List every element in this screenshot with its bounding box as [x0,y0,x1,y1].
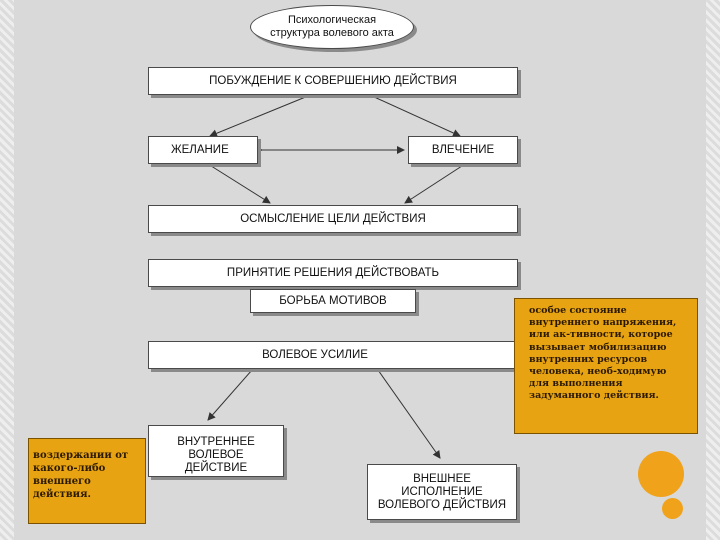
internal-action-label: ВНУТРЕННЕЕ ВОЛЕВОЕ ДЕЙСТВИЕ [177,436,255,474]
impulse-label: ПОБУЖДЕНИЕ К СОВЕРШЕНИЮ ДЕЙСТВИЯ [209,74,457,87]
effort-definition-note: особое состояние внутреннего напряжения,… [514,298,698,434]
desire-box: ЖЕЛАНИЕ [148,136,258,164]
impulse-box: ПОБУЖДЕНИЕ К СОВЕРШЕНИЮ ДЕЙСТВИЯ [148,67,518,95]
goal-box: ОСМЫСЛЕНИЕ ЦЕЛИ ДЕЙСТВИЯ [148,205,518,233]
internal-action-box: ВНУТРЕННЕЕ ВОЛЕВОЕ ДЕЙСТВИЕ [148,425,284,477]
arrow-impulse-to-desire [209,95,309,138]
arrow-effort-to-internal [207,369,253,421]
diagram-title-text: Психологическая структура волевого акта [270,14,394,39]
arrow-impulse-to-attraction [371,95,461,137]
right-decorative-stripe [706,0,720,540]
arrow-attraction-to-goal [404,163,466,204]
internal-definition-note: воздержании от какого-либо внешнего дейс… [28,438,146,524]
diagram-title: Психологическая структура волевого акта [250,5,414,49]
accent-circle-small [662,498,683,519]
arrow-effort-to-external [377,369,441,459]
desire-label: ЖЕЛАНИЕ [171,143,229,156]
external-action-label: ВНЕШНЕЕ ИСПОЛНЕНИЕ ВОЛЕВОГО ДЕЙСТВИЯ [377,472,507,511]
attraction-box: ВЛЕЧЕНИЕ [408,136,518,164]
struggle-label: БОРЬБА МОТИВОВ [279,294,387,307]
struggle-box: БОРЬБА МОТИВОВ [250,289,416,313]
goal-label: ОСМЫСЛЕНИЕ ЦЕЛИ ДЕЙСТВИЯ [240,212,426,225]
decision-box: ПРИНЯТИЕ РЕШЕНИЯ ДЕЙСТВОВАТЬ [148,259,518,287]
accent-circle-large [638,451,684,497]
effort-box: ВОЛЕВОЕ УСИЛИЕ [148,341,518,369]
arrow-desire-to-goal [207,163,271,204]
external-action-box: ВНЕШНЕЕ ИСПОЛНЕНИЕ ВОЛЕВОГО ДЕЙСТВИЯ [367,464,517,520]
attraction-label: ВЛЕЧЕНИЕ [431,143,495,156]
effort-label: ВОЛЕВОЕ УСИЛИЕ [262,348,368,361]
left-decorative-stripe [0,0,14,540]
effort-definition-text: особое состояние внутреннего напряжения,… [529,305,677,402]
decision-label: ПРИНЯТИЕ РЕШЕНИЯ ДЕЙСТВОВАТЬ [226,266,440,279]
internal-definition-text: воздержании от какого-либо внешнего дейс… [33,450,129,500]
